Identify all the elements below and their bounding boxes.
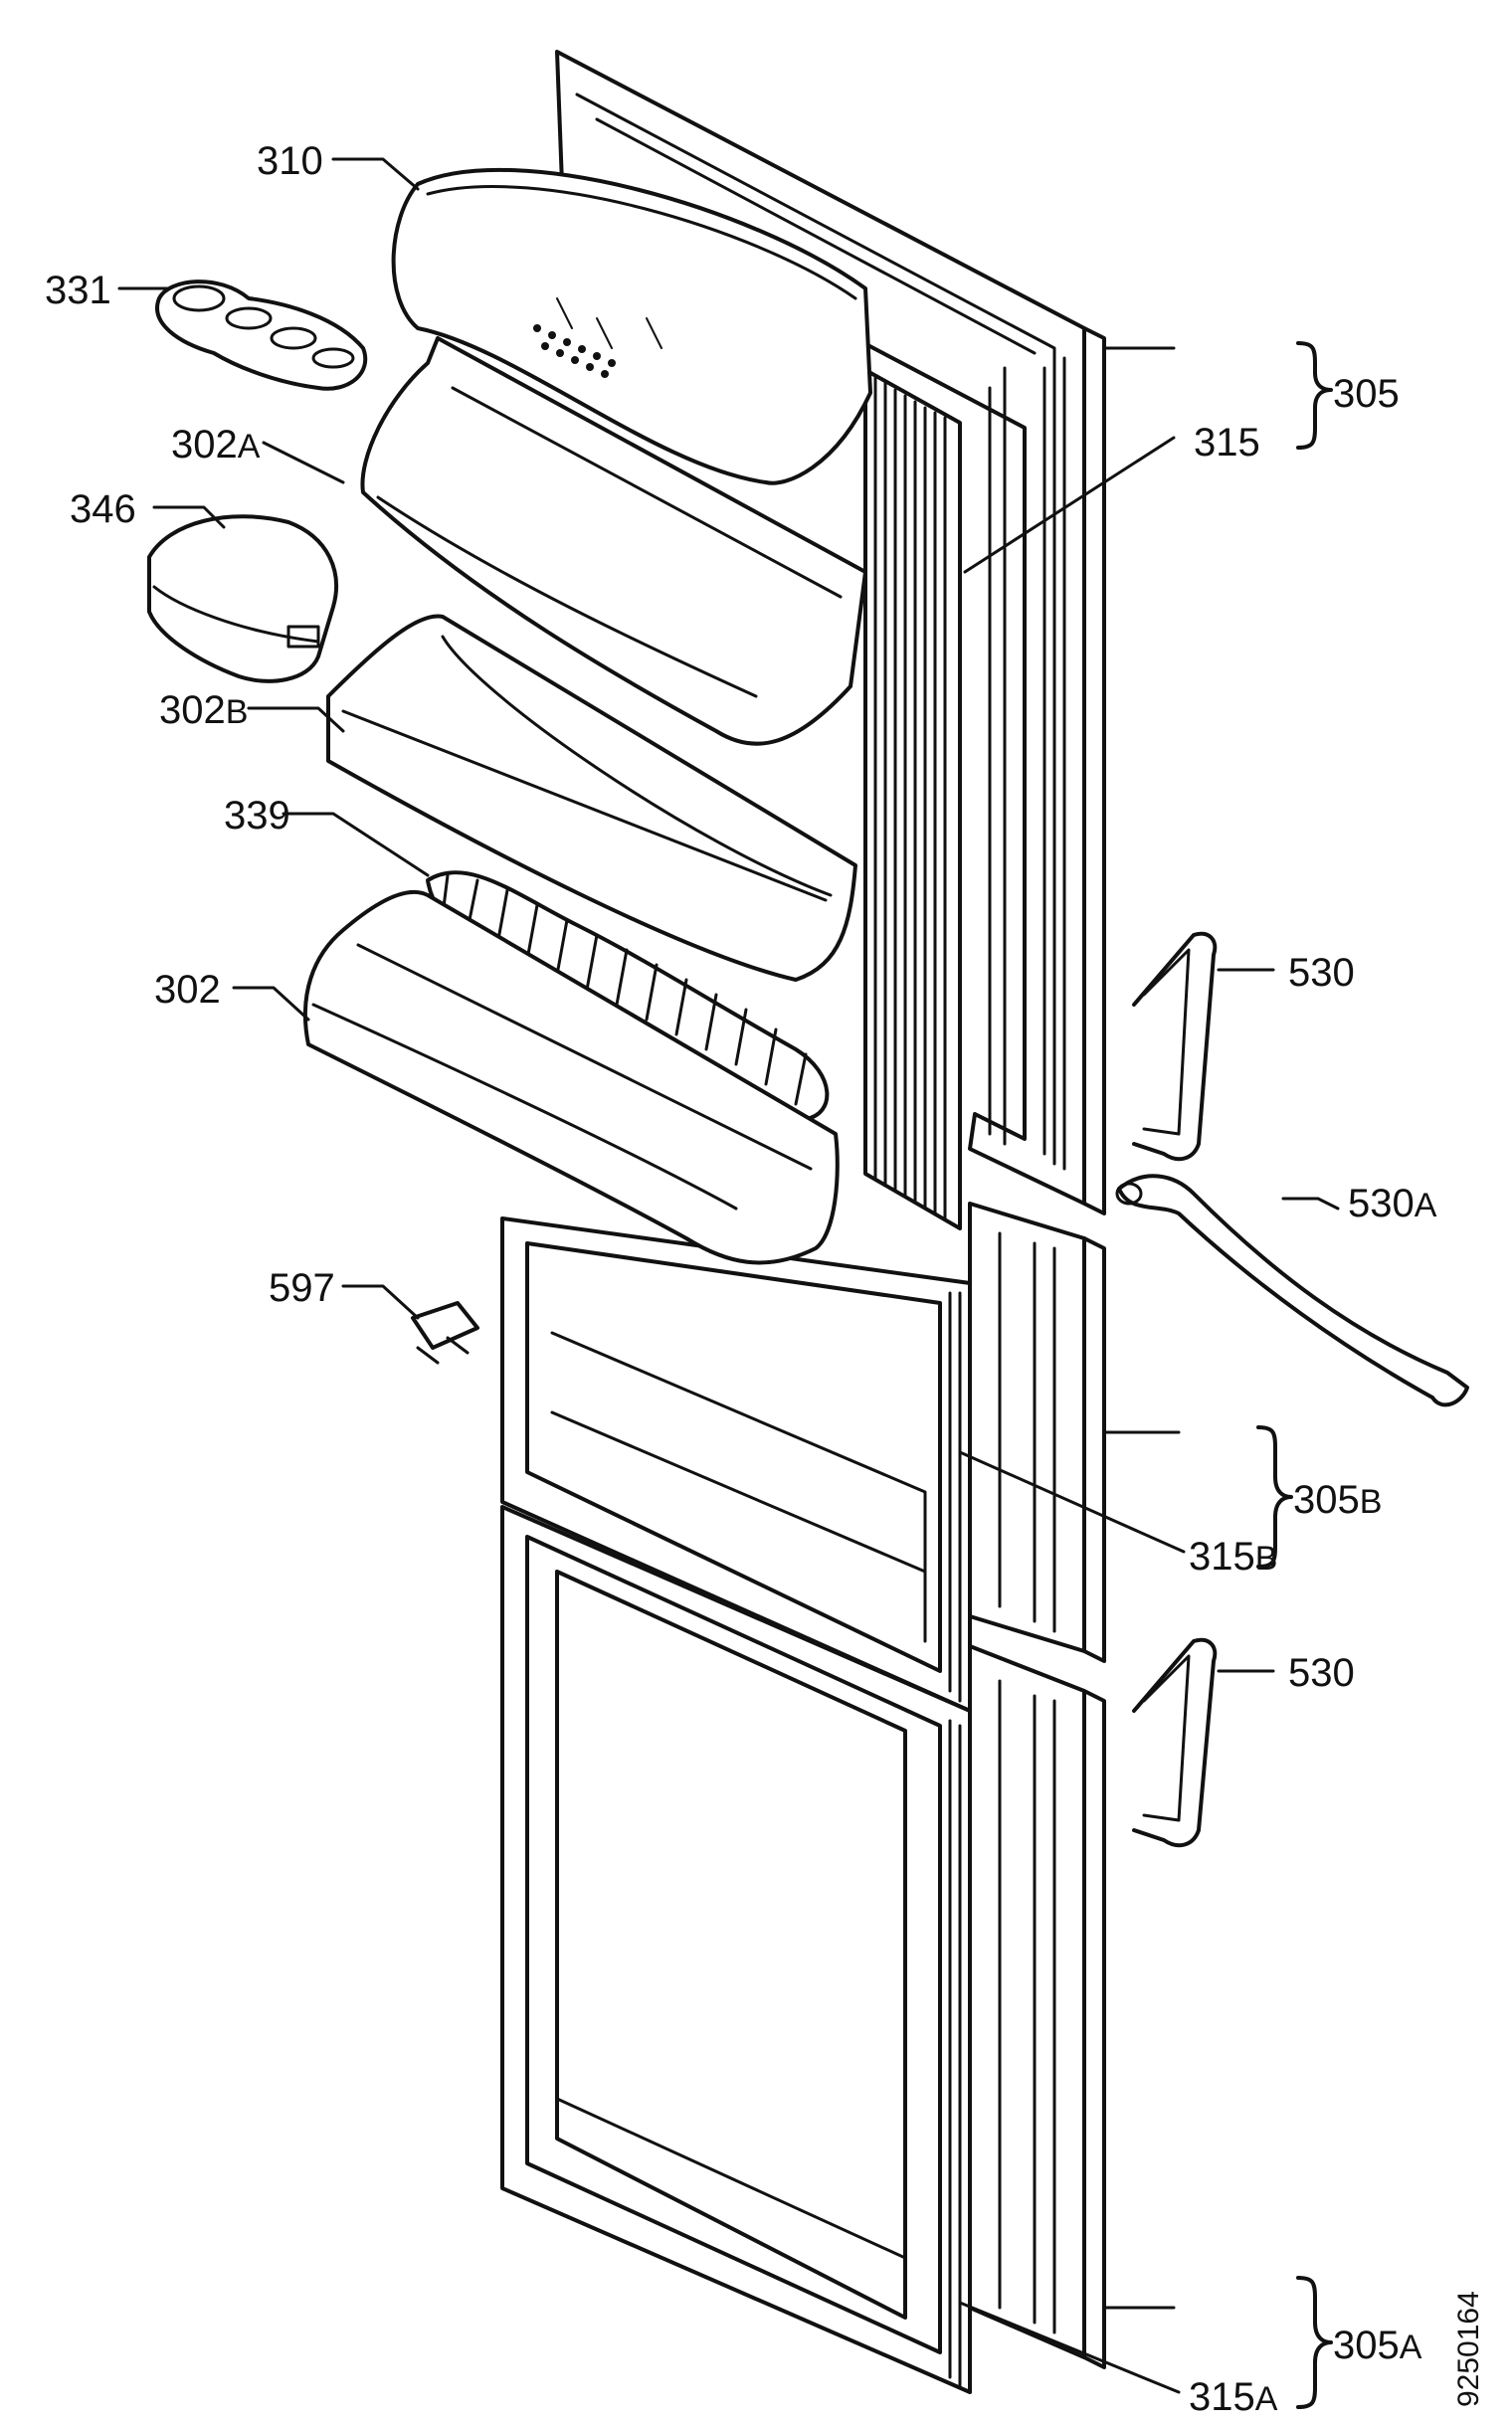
label-315: 315 [1194,421,1260,465]
door-gasket-upper [863,368,962,1230]
door-shelf-302A [360,336,867,746]
bracket-305A [1296,2276,1333,2409]
fridge-door-lower [968,1644,1106,2369]
label-310: 310 [257,139,323,183]
drawing-id: 9250164 [1452,2291,1485,2407]
label-339: 339 [224,794,290,838]
door-shelf-302 [303,889,840,1265]
label-331: 331 [45,269,111,312]
label-315A: 315A [1189,2375,1278,2419]
label-530A: 530A [1348,1182,1437,1225]
door-shelf-302B [326,614,857,982]
fridge-door-middle [968,1202,1106,1663]
door-handle-upper [1132,931,1218,1162]
door-handle-horizontal [1115,1174,1469,1407]
label-302A: 302A [171,423,261,466]
label-302B: 302B [159,688,249,732]
label-530-upper: 530 [1288,951,1355,995]
door-clip [411,1301,479,1365]
egg-tray [155,280,368,391]
label-346: 346 [70,487,136,531]
label-597: 597 [269,1266,335,1310]
label-530-lower: 530 [1288,1651,1355,1695]
dairy-compartment-cover [391,167,872,485]
door-handle-lower [1132,1637,1218,1848]
label-315B: 315B [1189,1535,1278,1579]
bracket-305B [1256,1425,1293,1569]
butter-dish [147,514,338,683]
door-gasket-lower [500,1505,972,2394]
label-305A: 305A [1333,2324,1422,2367]
label-305: 305 [1333,372,1400,416]
bracket-305 [1296,341,1333,450]
leader-lines [117,157,1340,2394]
label-305B: 305B [1293,1478,1383,1522]
door-gasket-middle [500,1216,972,1713]
label-302: 302 [154,968,221,1012]
